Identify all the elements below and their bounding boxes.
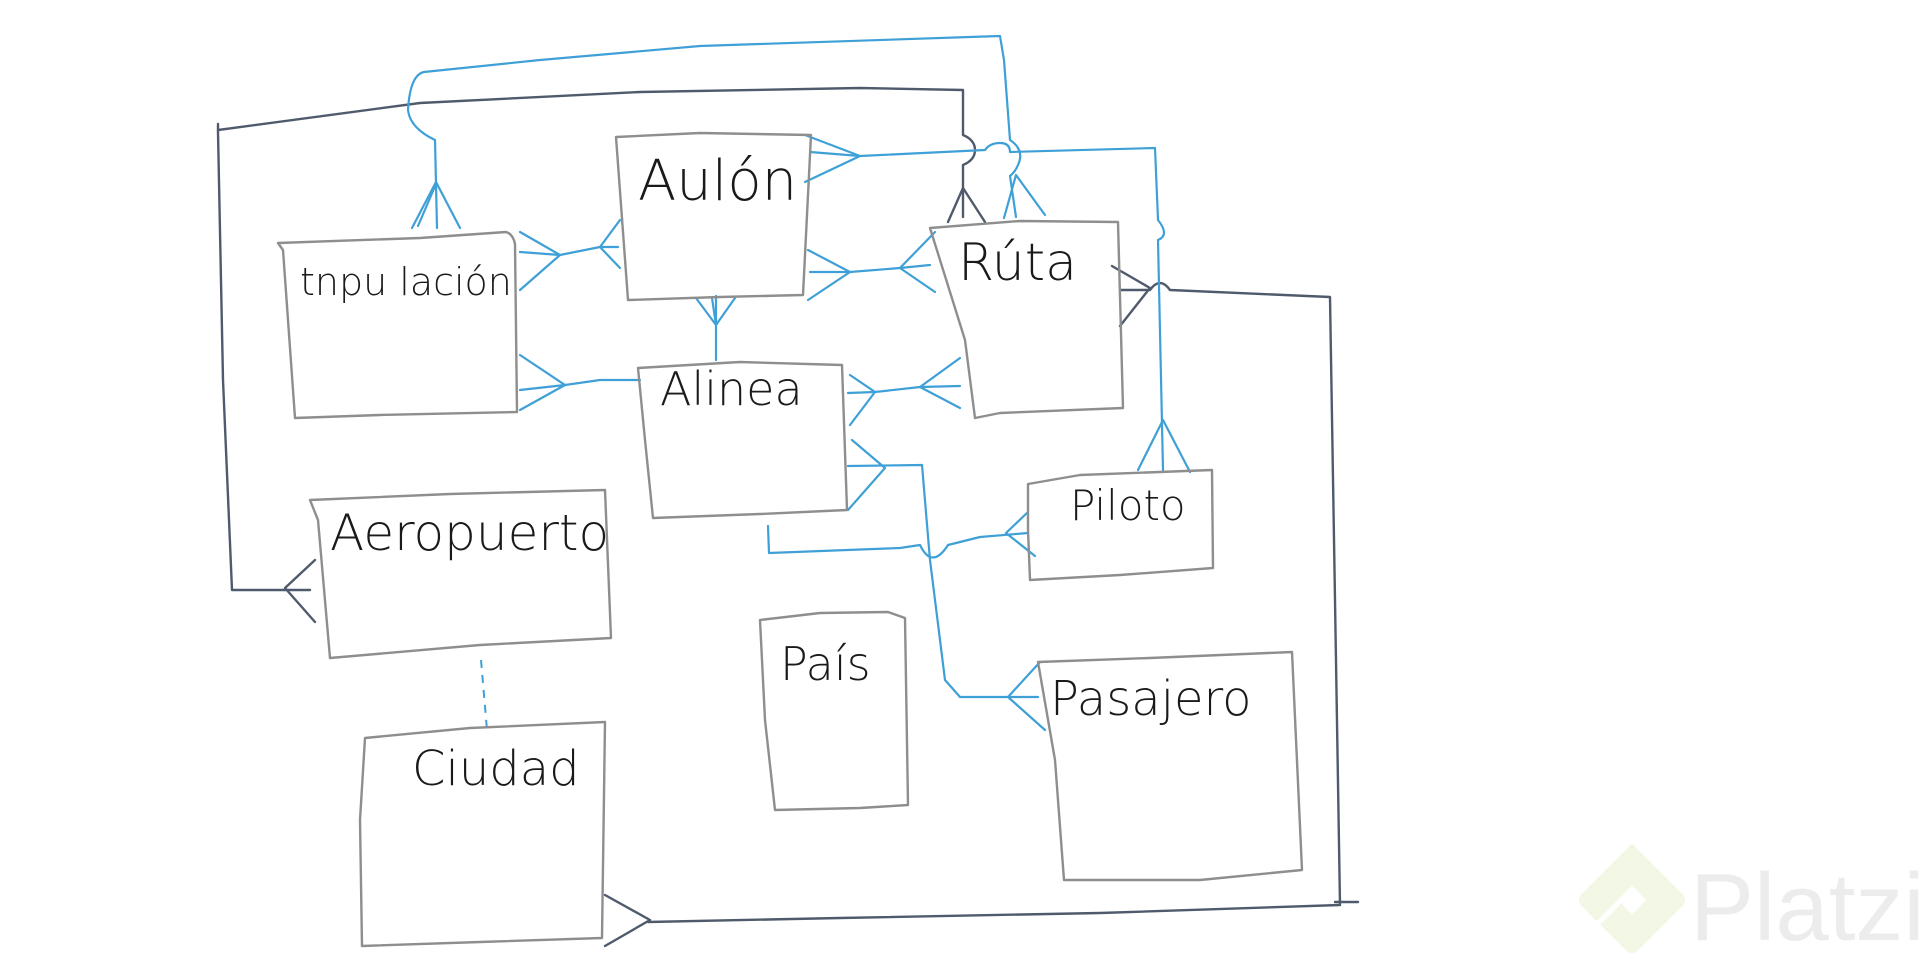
relation-tripulacion-avion [518,218,622,292]
relation-tripulacion-aerolinea [518,353,642,412]
entity-ciudad[interactable]: Ciudad [358,720,607,948]
relation-aerolinea-pasajero [846,438,1047,732]
entity-label-avion: Aulón [638,149,797,214]
entity-label-tripulacion: tnpu lación [300,260,512,304]
entity-label-aerolinea: Alinea [660,362,803,416]
relation-tripulacion-ruta [406,34,1047,230]
relation-ruta-aeropuerto [216,86,987,624]
entity-label-piloto: Piloto [1070,481,1186,530]
entity-pais[interactable]: País [758,610,910,812]
entity-label-pais: País [780,637,871,691]
entity-avion[interactable]: Aulón [614,131,813,302]
entity-label-aeropuerto: Aeropuerto [330,504,609,562]
relation-avion-aerolinea [694,294,737,362]
relation-avion-ruta [806,230,937,302]
relation-avion-piloto [803,133,1192,474]
entity-label-pasajero: Pasajero [1050,671,1252,727]
entity-piloto[interactable]: Piloto [1026,468,1215,582]
entity-aerolinea[interactable]: Alinea [636,360,849,520]
relation-ruta-ciudad [603,264,1360,948]
relation-aerolinea-piloto [766,510,1037,559]
platzi-logo-icon [1578,843,1686,954]
entity-label-ruta: Rúta [958,233,1077,293]
entity-aeropuerto[interactable]: Aeropuerto [308,488,613,660]
relation-aerolinea-ruta [846,356,962,427]
entity-ruta[interactable]: Rúta [928,219,1125,420]
platzi-wordmark: Platzi [1690,854,1920,961]
entity-tripulacion[interactable]: tnpu lación [276,230,519,420]
relation-aeropuerto-ciudad [480,659,488,731]
platzi-watermark: Platzi [1578,843,1920,961]
entity-pasajero[interactable]: Pasajero [1036,650,1304,882]
entity-label-ciudad: Ciudad [412,741,580,797]
